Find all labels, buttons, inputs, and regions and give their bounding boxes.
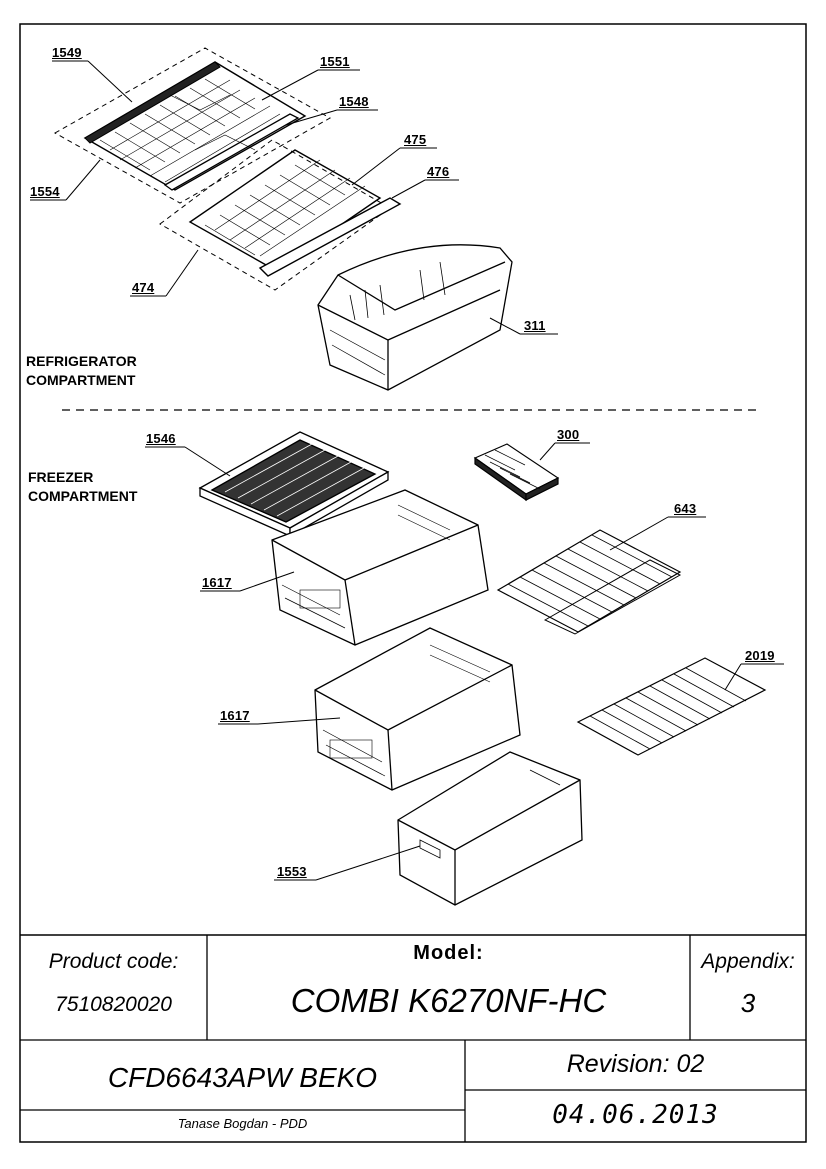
part-label-474: 474 [132, 280, 155, 295]
glass-shelf-upper [53, 47, 332, 204]
drawing-frame [19, 23, 807, 1143]
part-label-476: 476 [427, 164, 450, 179]
part-label-1553: 1553 [277, 864, 307, 879]
freezer-drawer-lower [314, 627, 521, 791]
part-label-1617-upper: 1617 [202, 575, 232, 590]
part-label-1546: 1546 [146, 431, 176, 446]
model-code-name: CFD6643APW BEKO [107, 1062, 378, 1093]
freezer-drawer-bottom [397, 751, 583, 906]
freezer-compartment-heading: FREEZER COMPARTMENT [28, 468, 137, 506]
product-code-label: Product code: [48, 950, 179, 973]
part-label-2019: 2019 [745, 648, 775, 663]
model-value: COMBI K6270NF-HC [290, 982, 607, 1019]
freezer-tray-shelf [198, 431, 390, 538]
refrigerator-heading-line2: COMPARTMENT [26, 372, 136, 388]
title-block-grid [20, 935, 806, 1142]
freezer-heading-line2: COMPARTMENT [28, 488, 138, 504]
freezer-drawer-upper [271, 489, 489, 646]
revision: Revision: 02 [566, 1050, 705, 1078]
part-label-1554: 1554 [30, 184, 60, 199]
wire-rack-lower [576, 657, 767, 756]
wire-rack-upper [496, 529, 682, 635]
part-label-1549: 1549 [52, 45, 82, 60]
appendix-value: 3 [740, 988, 756, 1018]
refrigerator-compartment-heading: REFRIGERATOR COMPARTMENT [26, 352, 137, 390]
part-label-1617-lower: 1617 [220, 708, 250, 723]
ice-cube-tray [473, 443, 560, 502]
part-label-1548: 1548 [339, 94, 369, 109]
part-label-643: 643 [674, 501, 697, 516]
author: Tanase Bogdan - PDD [177, 1116, 308, 1131]
product-code-value: 7510820020 [55, 993, 172, 1016]
glass-shelf-lower [159, 139, 402, 291]
crisper-drawer [317, 244, 513, 391]
part-label-475: 475 [404, 132, 427, 147]
model-label: Model: [413, 942, 484, 964]
date: 04.06.2013 [552, 1100, 719, 1130]
part-label-1551: 1551 [320, 54, 350, 69]
part-label-300: 300 [557, 427, 580, 442]
leader-lines [30, 60, 784, 881]
freezer-heading-line1: FREEZER [28, 469, 94, 485]
refrigerator-heading-line1: REFRIGERATOR [26, 353, 137, 369]
part-label-311: 311 [524, 318, 546, 333]
appendix-label: Appendix: [701, 950, 795, 973]
